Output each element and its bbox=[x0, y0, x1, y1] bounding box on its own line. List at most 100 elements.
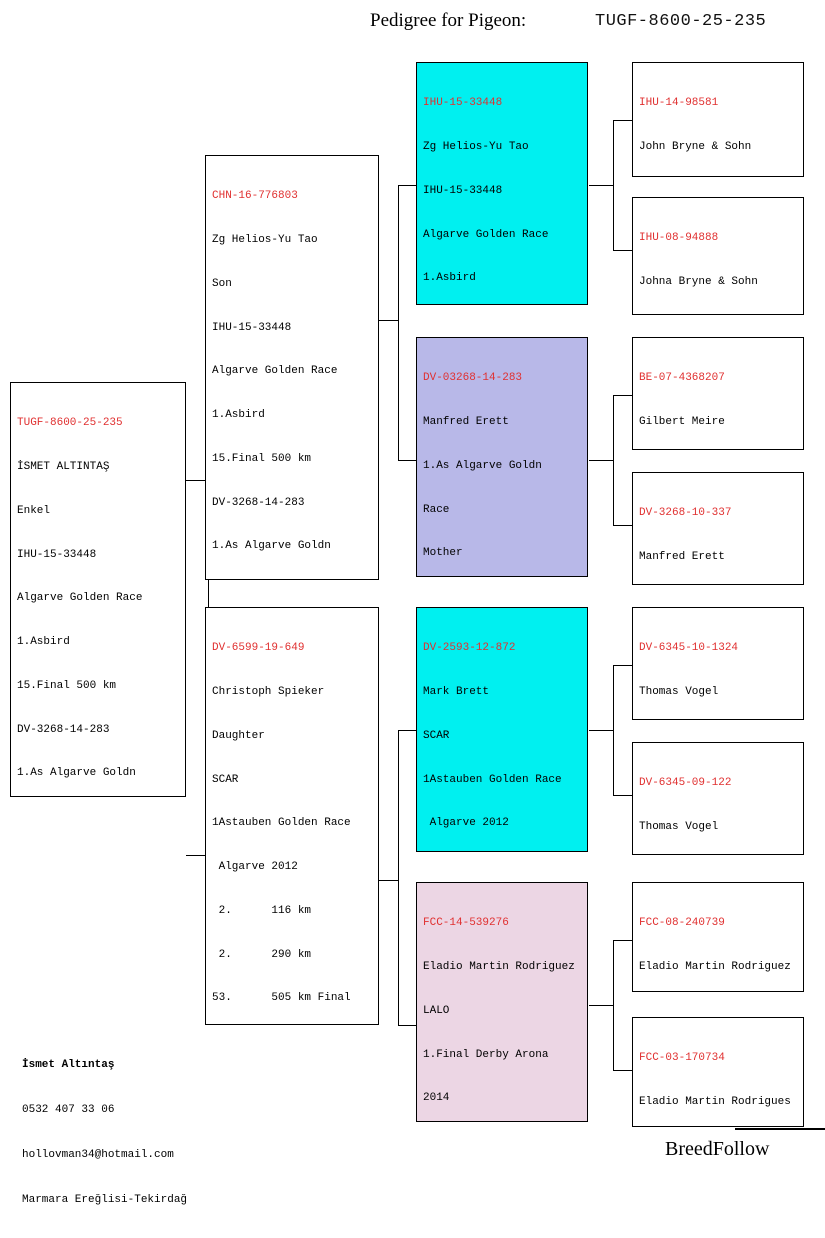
subject-line: 15.Final 500 km bbox=[17, 679, 117, 692]
mother-line: Daughter bbox=[212, 729, 265, 742]
grandparent-box-maternal-grandmother[interactable]: FCC-14-539276 Eladio Martin Rodriguez LA… bbox=[416, 882, 588, 1122]
grandparent-line: Algarve Golden Race bbox=[423, 228, 549, 241]
connector bbox=[589, 1005, 613, 1006]
grandparent-line: Mother bbox=[423, 547, 463, 560]
grandparent-ref: FCC-14-539276 bbox=[423, 917, 509, 930]
grandparent-line: 1.Final Derby Arona bbox=[423, 1048, 549, 1061]
grandparent-line: 2014 bbox=[423, 1092, 450, 1105]
grandparent-line: SCAR bbox=[423, 729, 450, 742]
grandparent-line: IHU-15-33448 bbox=[423, 184, 503, 197]
subject-box[interactable]: TUGF-8600-25-235 İSMET ALTINTAŞ Enkel IH… bbox=[10, 382, 186, 797]
connector bbox=[613, 525, 633, 526]
subject-line: Algarve Golden Race bbox=[17, 592, 143, 605]
subject-line: 1.Asbird bbox=[17, 636, 70, 649]
subject-line: DV-3268-14-283 bbox=[17, 723, 110, 736]
connector bbox=[613, 120, 633, 121]
great-grandparent-line: Manfred Erett bbox=[639, 550, 725, 563]
father-line: Son bbox=[212, 277, 232, 290]
owner-name: İsmet Altıntaş bbox=[22, 1059, 115, 1071]
connector bbox=[398, 730, 399, 1025]
father-ref: CHN-16-776803 bbox=[212, 190, 298, 203]
connector bbox=[613, 940, 614, 1070]
connector bbox=[378, 320, 398, 321]
grandparent-ref: DV-03268-14-283 bbox=[423, 372, 523, 385]
connector bbox=[589, 185, 613, 186]
grandparent-line: Zg Helios-Yu Tao bbox=[423, 140, 529, 153]
grandparent-line: Algarve 2012 bbox=[423, 817, 509, 830]
great-grandparent-box-ggp-1[interactable]: IHU-14-98581 John Bryne & Sohn Father IH… bbox=[632, 62, 804, 177]
pedigree-page: Pedigree for Pigeon: TUGF-8600-25-235 TU… bbox=[10, 10, 825, 1206]
grandparent-box-maternal-grandfather[interactable]: DV-2593-12-872 Mark Brett SCAR 1Astauben… bbox=[416, 607, 588, 852]
father-line: DV-3268-14-283 bbox=[212, 496, 305, 509]
subject-line: İSMET ALTINTAŞ bbox=[17, 460, 110, 473]
great-grandparent-line: Eladio Martin Rodriguez bbox=[639, 960, 791, 973]
father-line: 1.As Algarve Goldn bbox=[212, 540, 331, 553]
great-grandparent-line: John Bryne & Sohn bbox=[639, 140, 752, 153]
grandparent-box-paternal-grandfather[interactable]: IHU-15-33448 Zg Helios-Yu Tao IHU-15-334… bbox=[416, 62, 588, 305]
grandparent-line: LALO bbox=[423, 1004, 450, 1017]
owner-contact-block: İsmet Altıntaş 0532 407 33 06 hollovman3… bbox=[22, 1028, 187, 1238]
connector bbox=[398, 185, 399, 460]
great-grandparent-line: Thomas Vogel bbox=[639, 820, 719, 833]
connector bbox=[613, 120, 614, 250]
grandparent-box-paternal-grandmother[interactable]: DV-03268-14-283 Manfred Erett 1.As Algar… bbox=[416, 337, 588, 577]
great-grandparent-ref: FCC-03-170734 bbox=[639, 1052, 725, 1065]
grandparent-line: Eladio Martin Rodriguez bbox=[423, 960, 575, 973]
connector bbox=[613, 250, 633, 251]
great-grandparent-ref: DV-3268-10-337 bbox=[639, 507, 732, 520]
connector bbox=[613, 395, 633, 396]
great-grandparent-line: Gilbert Meire bbox=[639, 415, 725, 428]
pigeon-id: TUGF-8600-25-235 bbox=[595, 12, 767, 31]
connector bbox=[398, 730, 416, 731]
great-grandparent-ref: DV-6345-09-122 bbox=[639, 777, 732, 790]
subject-line: IHU-15-33448 bbox=[17, 548, 97, 561]
great-grandparent-box-ggp-2[interactable]: IHU-08-94888 Johna Bryne & Sohn 1.Club T… bbox=[632, 197, 804, 315]
great-grandparent-ref: IHU-08-94888 bbox=[639, 232, 719, 245]
connector bbox=[398, 460, 416, 461]
great-grandparent-box-ggp-3[interactable]: BE-07-4368207 Gilbert Meire Father DV-32… bbox=[632, 337, 804, 450]
father-line: Zg Helios-Yu Tao bbox=[212, 233, 318, 246]
great-grandparent-ref: BE-07-4368207 bbox=[639, 372, 725, 385]
grandparent-line: Mark Brett bbox=[423, 685, 490, 698]
connector bbox=[613, 1070, 633, 1071]
mother-box[interactable]: DV-6599-19-649 Christoph Spieker Daughte… bbox=[205, 607, 379, 1025]
connector bbox=[613, 665, 633, 666]
great-grandparent-ref: FCC-08-240739 bbox=[639, 917, 725, 930]
connector bbox=[613, 395, 614, 525]
great-grandparent-ref: DV-6345-10-1324 bbox=[639, 642, 739, 655]
page-title: Pedigree for Pigeon: bbox=[370, 10, 527, 31]
great-grandparent-box-ggp-4[interactable]: DV-3268-10-337 Manfred Erett Mother DV-3… bbox=[632, 472, 804, 585]
grandparent-ref: DV-2593-12-872 bbox=[423, 642, 516, 655]
great-grandparent-ref: IHU-14-98581 bbox=[639, 97, 719, 110]
grandparent-line: 1.Asbird bbox=[423, 272, 476, 285]
great-grandparent-line: Thomas Vogel bbox=[639, 685, 719, 698]
father-box[interactable]: CHN-16-776803 Zg Helios-Yu Tao Son IHU-1… bbox=[205, 155, 379, 580]
grandparent-ref: IHU-15-33448 bbox=[423, 97, 503, 110]
father-line: 1.Asbird bbox=[212, 409, 265, 422]
mother-line: SCAR bbox=[212, 773, 239, 786]
connector bbox=[613, 940, 633, 941]
mother-line: 53. 505 km Final bbox=[212, 992, 351, 1005]
brand-divider bbox=[735, 1128, 825, 1130]
subject-ref: TUGF-8600-25-235 bbox=[17, 417, 123, 430]
brand-label: BreedFollow bbox=[665, 1138, 770, 1160]
great-grandparent-box-ggp-8[interactable]: FCC-03-170734 Eladio Martin Rodrigues Ya… bbox=[632, 1017, 804, 1127]
great-grandparent-line: Johna Bryne & Sohn bbox=[639, 275, 758, 288]
great-grandparent-box-ggp-5[interactable]: DV-6345-10-1324 Thomas Vogel Father SCAR… bbox=[632, 607, 804, 720]
owner-email: hollovman34@hotmail.com bbox=[22, 1149, 174, 1161]
connector bbox=[589, 460, 613, 461]
connector bbox=[186, 480, 208, 481]
connector bbox=[589, 730, 613, 731]
great-grandparent-line: Eladio Martin Rodrigues bbox=[639, 1095, 791, 1108]
mother-line: 2. 116 km bbox=[212, 904, 312, 917]
great-grandparent-box-ggp-7[interactable]: FCC-08-240739 Eladio Martin Rodriguez Ya… bbox=[632, 882, 804, 992]
great-grandparent-box-ggp-6[interactable]: DV-6345-09-122 Thomas Vogel Mother: SCAR… bbox=[632, 742, 804, 855]
connector bbox=[186, 855, 208, 856]
grandparent-line: 1Astauben Golden Race bbox=[423, 773, 562, 786]
connector bbox=[613, 665, 614, 795]
father-line: IHU-15-33448 bbox=[212, 321, 292, 334]
father-line: Algarve Golden Race bbox=[212, 365, 338, 378]
grandparent-line: Manfred Erett bbox=[423, 415, 509, 428]
mother-line: Algarve 2012 bbox=[212, 861, 298, 874]
father-line: 15.Final 500 km bbox=[212, 452, 312, 465]
